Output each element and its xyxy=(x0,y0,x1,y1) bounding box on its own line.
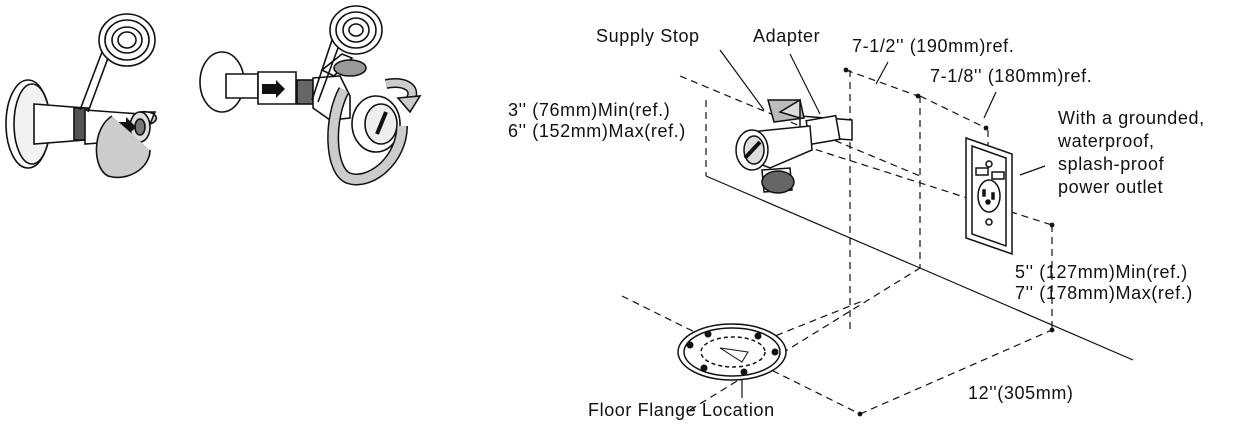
floor-flange xyxy=(677,323,787,381)
dim-12-label: 12''(305mm) xyxy=(968,383,1074,403)
outlet-note-line1: With a grounded, xyxy=(1058,108,1205,128)
power-outlet xyxy=(965,136,1013,256)
supply-stop-label: Supply Stop xyxy=(596,26,700,46)
height-min-label: 3'' (76mm)Min(ref.) xyxy=(508,100,671,120)
floor-flange-label: Floor Flange Location xyxy=(588,400,775,420)
dim-7-1-2-label: 7-1/2'' (190mm)ref. xyxy=(852,36,1015,56)
adapter-label: Adapter xyxy=(753,26,821,46)
outlet-note-line4: power outlet xyxy=(1058,177,1164,197)
outlet-note-line2: waterproof, xyxy=(1058,131,1155,151)
rotate-arrow-icon xyxy=(95,115,151,179)
valve-outlet xyxy=(761,170,795,194)
outlet-note-line3: splash-proof xyxy=(1058,154,1165,174)
dim-7-1-8-label: 7-1/8'' (180mm)ref. xyxy=(930,66,1093,86)
outlet-max-label: 7'' (178mm)Max(ref.) xyxy=(1015,283,1193,303)
step2-illustration xyxy=(199,5,422,186)
outlet-min-label: 5'' (127mm)Min(ref.) xyxy=(1015,262,1188,282)
step1-illustration xyxy=(5,13,158,179)
thread-section-2 xyxy=(296,79,314,105)
height-max-label: 6'' (152mm)Max(ref.) xyxy=(508,121,686,141)
supply-stop-valve xyxy=(735,98,853,194)
arrow-icon-2 xyxy=(262,80,285,98)
